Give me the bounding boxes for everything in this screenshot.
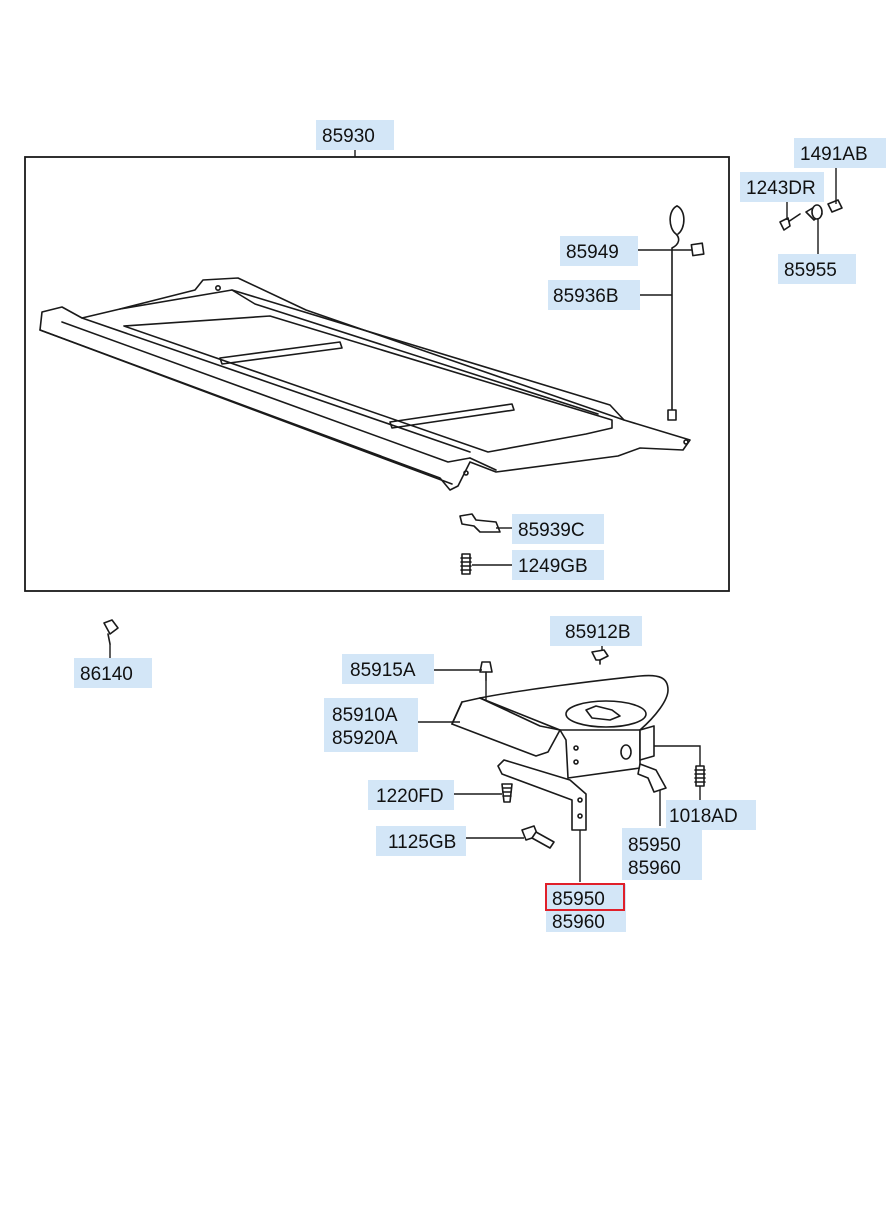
label-85912b-text: 85912B [565, 622, 631, 643]
label-85950-85960-selected[interactable]: 85950 85960 [545, 883, 626, 933]
label-85939c-text: 85939C [518, 520, 585, 541]
label-1220fd-text: 1220FD [376, 786, 444, 807]
label-1125gb-text: 1125GB [388, 832, 456, 853]
label-85936b[interactable]: 85936B [548, 280, 640, 310]
label-1249gb[interactable]: 1249GB [512, 550, 604, 580]
label-85930[interactable]: 85930 [316, 120, 394, 150]
label-86140-text: 86140 [80, 664, 133, 685]
grommet-86140-drawing [103, 619, 119, 645]
label-86140[interactable]: 86140 [74, 658, 152, 688]
label-85939c[interactable]: 85939C [512, 514, 604, 544]
selected-highlight-box [545, 883, 625, 911]
label-85912b[interactable]: 85912B [550, 616, 642, 646]
clip-85912b-drawing [591, 649, 609, 665]
label-85955[interactable]: 85955 [778, 254, 856, 284]
label-85950-right-text: 85950 [628, 835, 681, 856]
label-85949-text: 85949 [566, 242, 619, 263]
label-1018ad[interactable]: 1018AD [666, 800, 756, 830]
label-1491ab-text: 1491AB [800, 144, 868, 165]
label-85915a[interactable]: 85915A [342, 654, 434, 684]
screw-1018ad-drawing [694, 765, 706, 787]
fastener-set-drawing [779, 199, 843, 231]
label-85949[interactable]: 85949 [560, 236, 638, 266]
label-85930-text: 85930 [322, 126, 375, 147]
label-1249gb-text: 1249GB [518, 556, 588, 577]
label-85960-right-text: 85960 [628, 858, 681, 879]
label-85910a-text: 85910A [332, 705, 398, 726]
leader-lines [109, 150, 837, 882]
label-1243dr-text: 1243DR [746, 178, 816, 199]
bracket-assembly-drawing [451, 674, 669, 779]
label-1018ad-text: 1018AD [669, 806, 738, 827]
label-1220fd[interactable]: 1220FD [368, 780, 454, 810]
screw-85915a-drawing [479, 661, 493, 681]
clip-85939c-drawing [459, 513, 501, 533]
strap-drawing [667, 205, 705, 421]
label-85915a-text: 85915A [350, 660, 416, 681]
label-85950-selected-text: 85950 [552, 889, 605, 910]
package-tray-drawing [39, 277, 691, 491]
screw-1220fd-drawing [501, 783, 513, 803]
lower-bracket-left-drawing [497, 759, 587, 831]
bolt-1125gb-drawing [521, 825, 555, 849]
label-85955-text: 85955 [784, 260, 837, 281]
assembly-frame [24, 156, 730, 592]
label-1491ab[interactable]: 1491AB [794, 138, 886, 168]
label-85910a-85920a[interactable]: 85910A 85920A [324, 698, 418, 752]
label-1243dr[interactable]: 1243DR [740, 172, 824, 202]
label-85936b-text: 85936B [553, 286, 619, 307]
screw-1249gb-drawing [460, 553, 472, 575]
label-85950-85960-right[interactable]: 85950 85960 [622, 828, 702, 880]
lower-bracket-right-drawing [637, 763, 667, 793]
label-85920a-text: 85920A [332, 728, 398, 749]
label-85960-selected-text: 85960 [552, 912, 605, 933]
label-1125gb[interactable]: 1125GB [376, 826, 466, 856]
